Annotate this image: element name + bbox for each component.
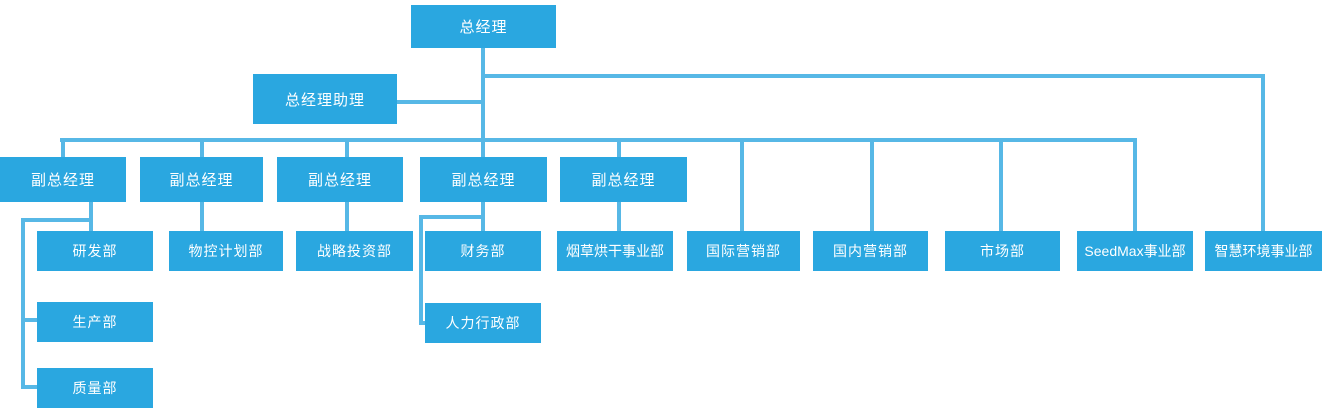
- connector-vgm3-strategy: [345, 202, 349, 231]
- connector-top-rail: [481, 74, 1265, 78]
- connector-vgm4-branch-vertical: [419, 215, 423, 325]
- connector-drop-vgm1: [61, 138, 65, 157]
- node-domestic-marketing-dept[interactable]: 国内营销部: [813, 231, 928, 271]
- node-production-dept[interactable]: 生产部: [37, 302, 153, 342]
- connector-drop-vgm3: [345, 138, 349, 157]
- node-tobacco-drying-division[interactable]: 烟草烘干事业部: [557, 231, 673, 271]
- node-general-manager[interactable]: 总经理: [411, 5, 556, 48]
- connector-drop-domestic-marketing: [870, 140, 874, 231]
- connector-stub-hr-admin: [419, 321, 428, 325]
- node-deputy-gm-1[interactable]: 副总经理: [0, 157, 126, 202]
- node-material-planning-dept[interactable]: 物控计划部: [169, 231, 283, 271]
- connector-drop-seedmax: [1133, 140, 1137, 231]
- node-deputy-gm-4[interactable]: 副总经理: [420, 157, 547, 202]
- connector-drop-intl-marketing: [740, 140, 744, 231]
- node-deputy-gm-5[interactable]: 副总经理: [560, 157, 687, 202]
- connector-stub-quality: [21, 385, 38, 389]
- connector-main-rail: [60, 138, 1137, 142]
- connector-vgm5-tobacco: [617, 202, 621, 231]
- connector-drop-marketing: [999, 140, 1003, 231]
- node-deputy-gm-2[interactable]: 副总经理: [140, 157, 263, 202]
- node-hr-admin-dept[interactable]: 人力行政部: [425, 303, 541, 343]
- connector-vgm2-material: [200, 202, 204, 231]
- node-rd-dept[interactable]: 研发部: [37, 231, 153, 271]
- connector-stub-production: [21, 318, 38, 322]
- connector-vgm1-branch-horizontal: [21, 218, 93, 222]
- node-deputy-gm-3[interactable]: 副总经理: [277, 157, 403, 202]
- node-seedmax-division[interactable]: SeedMax事业部: [1077, 231, 1193, 271]
- connector-vgm1-branch-vertical: [21, 218, 25, 389]
- node-strategic-investment-dept[interactable]: 战略投资部: [296, 231, 413, 271]
- node-quality-dept[interactable]: 质量部: [37, 368, 153, 408]
- node-marketing-dept[interactable]: 市场部: [945, 231, 1060, 271]
- node-gm-assistant[interactable]: 总经理助理: [253, 74, 397, 124]
- connector-drop-vgm2: [200, 138, 204, 157]
- connector-vgm1-rd: [89, 202, 93, 231]
- connector-drop-smart-environment: [1261, 74, 1265, 231]
- node-smart-environment-division[interactable]: 智慧环境事业部: [1205, 231, 1322, 271]
- connector-vgm4-branch-horizontal: [419, 215, 485, 219]
- node-finance-dept[interactable]: 财务部: [425, 231, 541, 271]
- connector-drop-vgm5: [617, 138, 621, 157]
- node-intl-marketing-dept[interactable]: 国际营销部: [687, 231, 800, 271]
- connector-assistant-link: [397, 100, 485, 104]
